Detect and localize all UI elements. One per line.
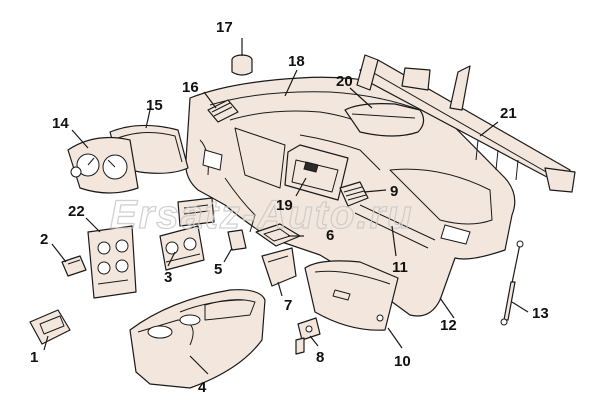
callout-21: 21	[500, 105, 517, 122]
callout-7: 7	[284, 297, 292, 314]
heater-control-panel	[87, 225, 137, 299]
callout-19: 19	[276, 197, 293, 214]
callout-4: 4	[198, 379, 207, 396]
callout-22: 22	[68, 203, 85, 220]
callout-16: 16	[182, 79, 199, 96]
callout-14: 14	[52, 115, 69, 132]
callout-10: 10	[394, 353, 411, 370]
callout-11: 11	[392, 259, 408, 276]
side-air-vent	[207, 99, 239, 123]
callout-15: 15	[146, 97, 163, 114]
callout-20: 20	[336, 73, 353, 90]
steering-support-beam	[356, 54, 576, 193]
cigarette-lighter-knob	[231, 54, 253, 76]
callout-1: 1	[30, 349, 38, 366]
callout-18: 18	[288, 53, 305, 70]
audio-unit	[177, 197, 215, 227]
callout-labels: 17 18 16 20 21 14 15 22 2 3 5 6 7 8 9 11…	[30, 19, 549, 396]
callout-3: 3	[164, 269, 172, 286]
mounting-bracket	[227, 229, 247, 251]
callout-6: 6	[326, 227, 334, 244]
callout-13: 13	[532, 305, 549, 322]
lower-center-panel	[261, 247, 297, 287]
instrument-cluster	[67, 136, 139, 194]
ignition-switch	[295, 317, 321, 355]
watermark-text: Ersatz-Auto.ru	[110, 193, 414, 237]
callout-5: 5	[214, 261, 222, 278]
callout-9: 9	[390, 183, 398, 200]
center-console	[129, 289, 266, 389]
callout-17: 17	[216, 19, 233, 36]
switch-module	[61, 255, 87, 277]
callout-12: 12	[440, 317, 457, 334]
leader-lines	[43, 38, 529, 375]
glove-box	[304, 260, 399, 331]
center-air-vent	[339, 181, 369, 207]
callout-8: 8	[316, 349, 324, 366]
callout-2: 2	[40, 231, 48, 248]
support-strut	[500, 240, 524, 326]
coin-holder	[29, 309, 71, 345]
